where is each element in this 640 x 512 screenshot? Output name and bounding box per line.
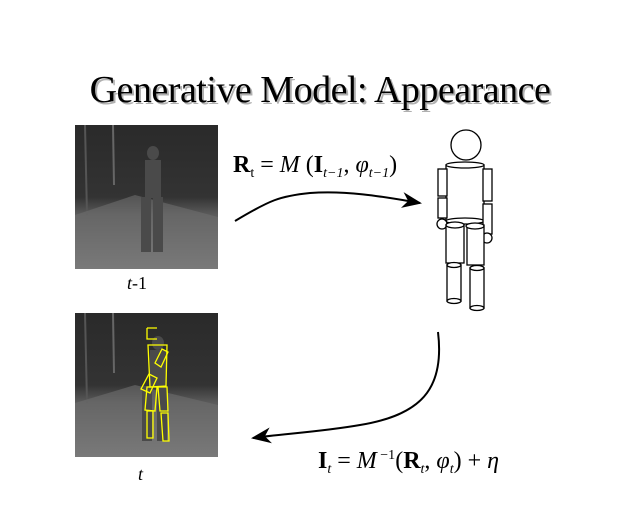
- eq-op: =: [254, 152, 280, 178]
- eq-term: R: [403, 448, 421, 474]
- eq-term: R: [233, 152, 251, 178]
- eq-sub: t−1: [368, 166, 390, 181]
- eq-paren: ): [389, 152, 398, 178]
- eq-term: I: [318, 448, 328, 474]
- slide-title: Generative Model: Appearance: [89, 69, 551, 111]
- eq-paren: ): [453, 448, 462, 474]
- eq-term: φ: [436, 448, 450, 474]
- inverse-arrow: [251, 331, 441, 444]
- eq-sub: t: [327, 462, 332, 477]
- eq-sub: t: [250, 166, 255, 181]
- eq-comma: ,: [343, 152, 356, 178]
- time-var: t: [127, 273, 133, 293]
- equation-inverse: It = M −1(Rt, φt) + η: [318, 448, 499, 478]
- eq-op: +: [461, 448, 488, 474]
- eq-paren: (: [299, 152, 314, 178]
- eq-sub: t: [449, 462, 454, 477]
- eq-sup: −1: [376, 448, 396, 463]
- eq-paren: (: [395, 448, 404, 474]
- eq-term: φ: [355, 152, 369, 178]
- frame-prev-image: [75, 125, 218, 269]
- eq-sub: t: [420, 462, 425, 477]
- eq-op: =: [331, 448, 357, 474]
- frame-cur-label: t: [138, 464, 144, 484]
- eq-func: M: [356, 448, 377, 474]
- time-offset: -1: [132, 273, 148, 293]
- body-model-figure: [436, 129, 493, 312]
- equation-forward: Rt = M (It−1, φt−1): [233, 152, 397, 182]
- eq-noise: η: [487, 448, 500, 474]
- frame-cur-image: [75, 313, 218, 457]
- eq-sub: t−1: [323, 166, 344, 181]
- eq-func: M: [279, 152, 300, 178]
- forward-arrow: [234, 191, 422, 222]
- eq-comma: ,: [424, 448, 437, 474]
- eq-term: I: [313, 152, 324, 178]
- pose-overlay: [140, 327, 170, 442]
- frame-prev-label: t-1: [127, 273, 147, 294]
